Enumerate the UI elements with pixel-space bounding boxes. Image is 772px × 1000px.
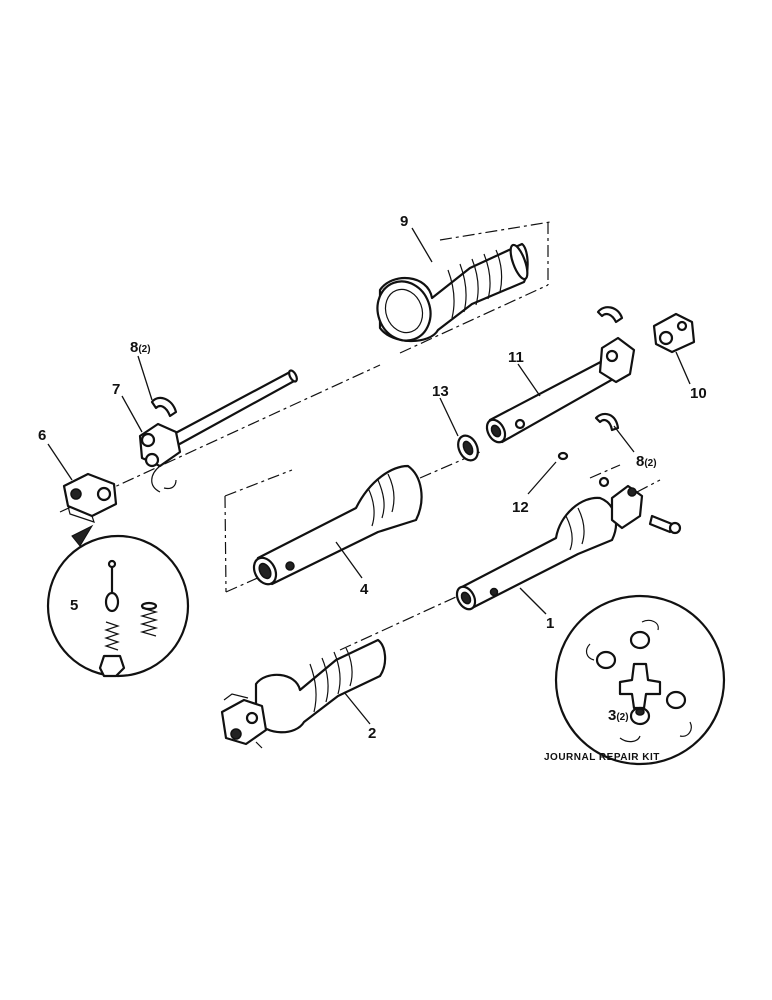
callout-4: 4 — [360, 581, 369, 598]
callout-9: 9 — [400, 213, 408, 230]
upper-shaft — [168, 369, 298, 448]
part-7-yoke — [138, 422, 182, 493]
callout-13: 13 — [432, 383, 449, 400]
part-13-seal — [457, 434, 479, 462]
part-1-inner-shaft — [455, 476, 682, 611]
inset-journal-repair-kit — [554, 594, 726, 766]
callout-1: 1 — [546, 615, 554, 632]
part-8-snap-ring-upper — [150, 396, 178, 418]
part-2-outer-assembly — [220, 638, 387, 749]
part-8-snap-ring-right — [594, 306, 624, 432]
callout-12: 12 — [512, 499, 529, 516]
callout-8-right: 8(2) — [636, 453, 657, 470]
part-4-outer-shield — [252, 464, 423, 586]
callout-2: 2 — [368, 725, 376, 742]
leader-lines — [47, 227, 691, 725]
inset-part-5 — [46, 524, 190, 678]
callout-5: 5 — [70, 597, 78, 614]
part-11-inner-tube — [485, 336, 636, 444]
callout-7: 7 — [112, 381, 120, 398]
callouts: 9 8(2) 7 6 13 11 10 8(2) 12 4 1 2 5 3(2)… — [38, 213, 707, 763]
callout-10: 10 — [690, 385, 707, 402]
callout-8-upper: 8(2) — [130, 339, 151, 356]
callout-11: 11 — [508, 349, 524, 366]
callout-3: 3(2) — [608, 707, 629, 724]
callout-6: 6 — [38, 427, 46, 444]
part-6-end-yoke — [62, 472, 118, 523]
part-9-shield — [376, 242, 529, 343]
part-10-end-yoke — [652, 312, 696, 354]
kit-label: JOURNAL REPAIR KIT — [544, 752, 660, 763]
part-12-pin — [557, 451, 569, 461]
